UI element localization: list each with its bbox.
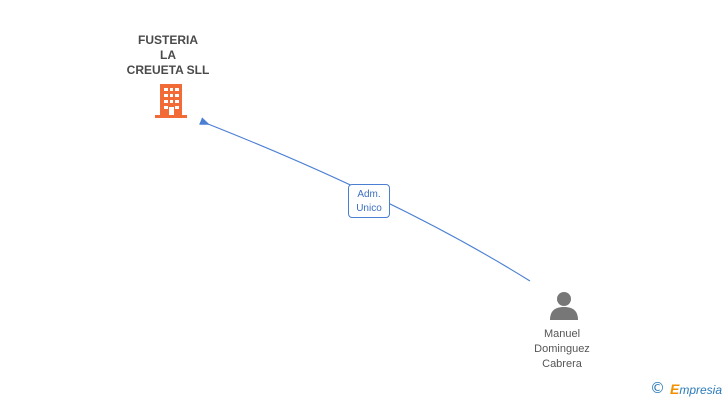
brand-initial: E xyxy=(670,381,680,397)
relation-label[interactable]: Adm. Unico xyxy=(348,184,390,218)
relation-label-line: Unico xyxy=(356,203,382,214)
brand-name: Empresia xyxy=(670,381,722,397)
relation-label-line: Adm. xyxy=(357,189,381,200)
person-name[interactable]: Manuel Dominguez Cabrera xyxy=(512,327,612,372)
person-name-line: Dominguez xyxy=(534,343,590,355)
copyright-icon: © xyxy=(650,379,665,397)
company-name-line: LA xyxy=(160,48,176,62)
person-name-line: Manuel xyxy=(543,328,581,340)
company-name-line: CREUETA SLL xyxy=(126,63,210,77)
company-name[interactable]: FUSTERIA LA CREUETA SLL xyxy=(118,33,218,78)
person-icon[interactable] xyxy=(550,290,578,325)
building-icon[interactable] xyxy=(155,84,187,123)
person-name-line: Cabrera xyxy=(542,358,582,370)
company-name-line: FUSTERIA xyxy=(138,33,198,47)
brand-rest: mpresia xyxy=(679,383,723,397)
